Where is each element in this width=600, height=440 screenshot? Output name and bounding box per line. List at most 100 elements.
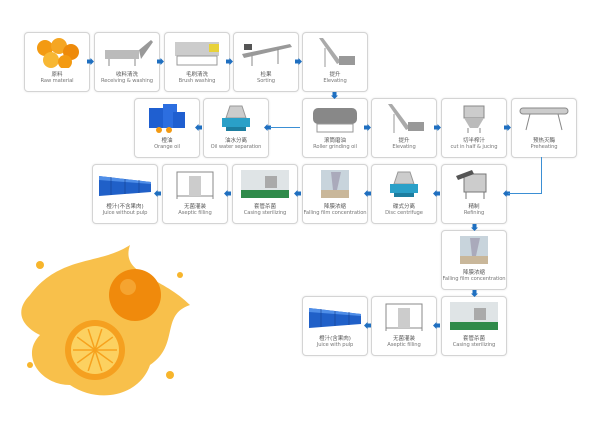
step-label-en: Juice without pulp <box>102 210 148 216</box>
step-label-en: Elevating <box>323 78 347 84</box>
oil-image <box>149 104 185 133</box>
flow-arrow-right-icon <box>226 58 233 65</box>
flow-arrow-right-icon <box>434 124 441 131</box>
step-raw: 原料 Raw material <box>24 32 90 92</box>
step-label-zh: 降膜浓缩 <box>462 270 485 276</box>
step-disc: 碟式分离 Disc centrifuge <box>371 164 437 224</box>
aseptic-image <box>385 303 423 331</box>
step-brush: 毛刷清洗 Brush washing <box>164 32 230 92</box>
orange-splash-image <box>21 245 190 396</box>
step-label-zh: 滚筒磨油 <box>323 138 346 144</box>
step-label-zh: 提升 <box>398 138 410 144</box>
step-roller: 滚筒磨油 Roller grinding oil <box>302 98 368 158</box>
centrifuge-image <box>222 105 250 131</box>
elevator-image <box>388 104 424 133</box>
flow-arrow-right-icon <box>504 124 511 131</box>
flow-arrow-left-icon <box>154 190 161 197</box>
step-casing1: 套管杀菌 Casing sterilizing <box>232 164 298 224</box>
flow-arrow-left-icon <box>433 190 440 197</box>
aseptic-image <box>176 171 214 199</box>
step-label-en: Orange oil <box>154 144 180 150</box>
step-nopulp: 橙汁(不含果肉) Juice without pulp <box>92 164 158 224</box>
flow-arrow-left-icon <box>364 322 371 329</box>
step-label-zh: 提升 <box>329 72 341 78</box>
flow-arrow-down-icon <box>471 290 478 297</box>
falling-image <box>460 236 488 264</box>
step-sorting: 检果 Sorting <box>233 32 299 92</box>
connector-line <box>508 193 542 194</box>
flow-arrow-right-icon <box>364 124 371 131</box>
drums-image <box>309 308 361 328</box>
step-elev1: 提升 Elevating <box>302 32 368 92</box>
brush-image <box>175 42 219 66</box>
step-label-zh: 套管杀菌 <box>253 204 276 210</box>
elevator-image <box>319 38 355 67</box>
step-falling1: 降膜浓缩 Falling film concentration <box>302 164 368 224</box>
step-label-en: cut in half & jucing <box>450 144 498 150</box>
step-label-en: Preheating <box>530 144 558 150</box>
step-label-zh: 油水分离 <box>224 138 247 144</box>
step-label-en: Disc centrifuge <box>385 210 423 216</box>
step-label-en: Falling film concentration <box>303 210 367 216</box>
flow-arrow-right-icon <box>157 58 164 65</box>
step-elev2: 提升 Elevating <box>371 98 437 158</box>
flow-arrow-down-icon <box>331 92 338 99</box>
step-label-en: Casing sterilizing <box>452 342 496 348</box>
step-preheat: 预热灭酶 Preheating <box>511 98 577 158</box>
step-withpulp: 橙汁(含果肉) Juice with pulp <box>302 296 368 356</box>
roller-image <box>313 108 357 133</box>
step-label-en: Roller grinding oil <box>313 144 357 150</box>
step-aseptic2: 无菌灌装 Aseptic filling <box>371 296 437 356</box>
washer-image <box>105 40 153 66</box>
flow-arrow-left-icon <box>264 124 271 131</box>
step-label-zh: 毛刷清洗 <box>185 72 208 78</box>
flow-arrow-left-icon <box>364 190 371 197</box>
step-label-en: Oil water separation <box>210 144 262 150</box>
step-label-en: Raw material <box>40 78 74 84</box>
step-label-zh: 碟式分离 <box>392 204 415 210</box>
step-casing2: 套管杀菌 Casing sterilizing <box>441 296 507 356</box>
flow-arrow-right-icon <box>295 58 302 65</box>
step-label-zh: 橙汁(不含果肉) <box>106 204 144 210</box>
centrifuge-image <box>390 171 418 197</box>
flow-arrow-down-icon <box>471 224 478 231</box>
step-label-zh: 预热灭酶 <box>532 138 555 144</box>
step-label-en: Brush washing <box>178 78 216 84</box>
step-label-en: Receiving & washing <box>100 78 154 84</box>
step-aseptic1: 无菌灌装 Aseptic filling <box>162 164 228 224</box>
step-label-zh: 切半榨汁 <box>462 138 485 144</box>
step-label-en: Casing sterilizing <box>243 210 287 216</box>
step-label-en: Aseptic filling <box>178 210 212 216</box>
connector-line <box>541 157 542 194</box>
step-label-zh: 收料清洗 <box>115 72 138 78</box>
step-label-zh: 降膜浓缩 <box>323 204 346 210</box>
falling-image <box>321 170 349 198</box>
step-label-zh: 无菌灌装 <box>183 204 206 210</box>
step-cut: 切半榨汁 cut in half & jucing <box>441 98 507 158</box>
step-label-en: Refining <box>463 210 485 216</box>
step-label-en: Juice with pulp <box>316 342 354 348</box>
oranges-image <box>37 38 79 68</box>
step-refining: 精制 Refining <box>441 164 507 224</box>
step-label-zh: 检果 <box>260 72 272 78</box>
step-receiving: 收料清洗 Receiving & washing <box>94 32 160 92</box>
step-oilsep: 油水分离 Oil water separation <box>203 98 269 158</box>
step-label-zh: 橙油 <box>161 138 173 144</box>
step-orangeoil: 橙油 Orange oil <box>134 98 200 158</box>
flow-arrow-left-icon <box>433 322 440 329</box>
flow-arrow-left-icon <box>294 190 301 197</box>
flow-arrow-right-icon <box>87 58 94 65</box>
step-label-en: Aseptic filling <box>387 342 421 348</box>
connector-line <box>270 127 300 128</box>
pipe-image <box>519 107 569 131</box>
casing-image <box>450 302 498 330</box>
casing-image <box>241 170 289 198</box>
step-label-zh: 套管杀菌 <box>462 336 485 342</box>
step-label-zh: 无菌灌装 <box>392 336 415 342</box>
step-label-zh: 橙汁(含果肉) <box>319 336 351 342</box>
juicer-image <box>463 105 485 133</box>
step-label-en: Falling film concentration <box>442 276 506 282</box>
drums-image <box>99 176 151 196</box>
step-label-en: Elevating <box>392 144 416 150</box>
